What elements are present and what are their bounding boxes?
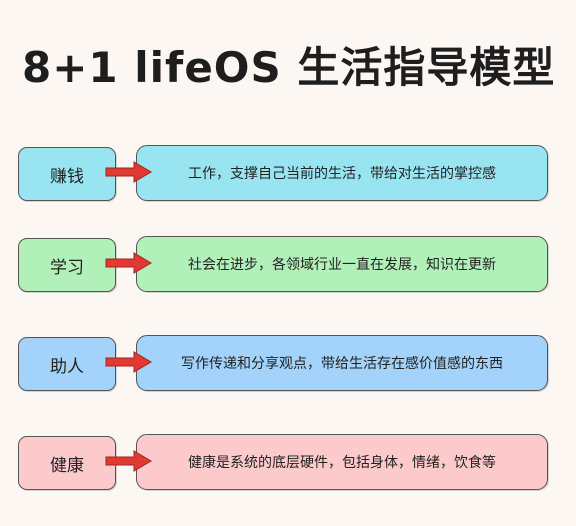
category-label: 赚钱 (18, 147, 116, 201)
description-box: 工作，支撑自己当前的生活，带给对生活的掌控感 (136, 145, 548, 201)
arrow-right-icon (105, 252, 152, 274)
arrow-right-icon (105, 161, 152, 183)
arrow-right-icon (105, 450, 152, 472)
description-box: 健康是系统的底层硬件，包括身体，情绪，饮食等 (136, 434, 548, 490)
description-box: 社会在进步，各领域行业一直在发展，知识在更新 (136, 236, 548, 292)
category-label: 学习 (18, 238, 116, 292)
row-money: 工作，支撑自己当前的生活，带给对生活的掌控感 赚钱 (0, 145, 576, 205)
row-learning: 社会在进步，各领域行业一直在发展，知识在更新 学习 (0, 236, 576, 296)
category-label: 助人 (18, 337, 116, 391)
arrow-right-icon (105, 351, 152, 373)
category-label: 健康 (18, 436, 116, 490)
description-box: 写作传递和分享观点，带给生活存在感价值感的东西 (136, 335, 548, 391)
page-title: 8+1 lifeOS 生活指导模型 (22, 43, 556, 92)
row-health: 健康是系统的底层硬件，包括身体，情绪，饮食等 健康 (0, 434, 576, 494)
row-helping: 写作传递和分享观点，带给生活存在感价值感的东西 助人 (0, 335, 576, 395)
